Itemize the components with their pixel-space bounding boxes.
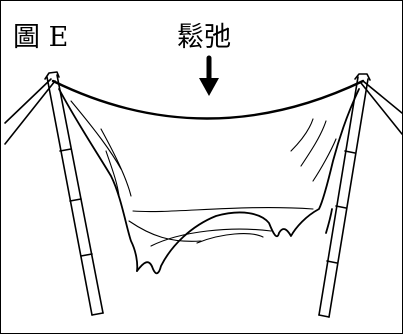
- pole-tops: [44, 71, 371, 81]
- down-arrow-icon: [199, 55, 219, 96]
- tarp: [58, 88, 360, 275]
- left-pole: [46, 74, 104, 316]
- figure-label: 圖 E: [13, 22, 69, 53]
- slack-label: 鬆弛: [177, 22, 231, 53]
- ridge-line: [51, 79, 365, 120]
- guy-lines: [4, 78, 402, 145]
- tarp-folds: [70, 100, 337, 247]
- right-pole: [318, 76, 369, 318]
